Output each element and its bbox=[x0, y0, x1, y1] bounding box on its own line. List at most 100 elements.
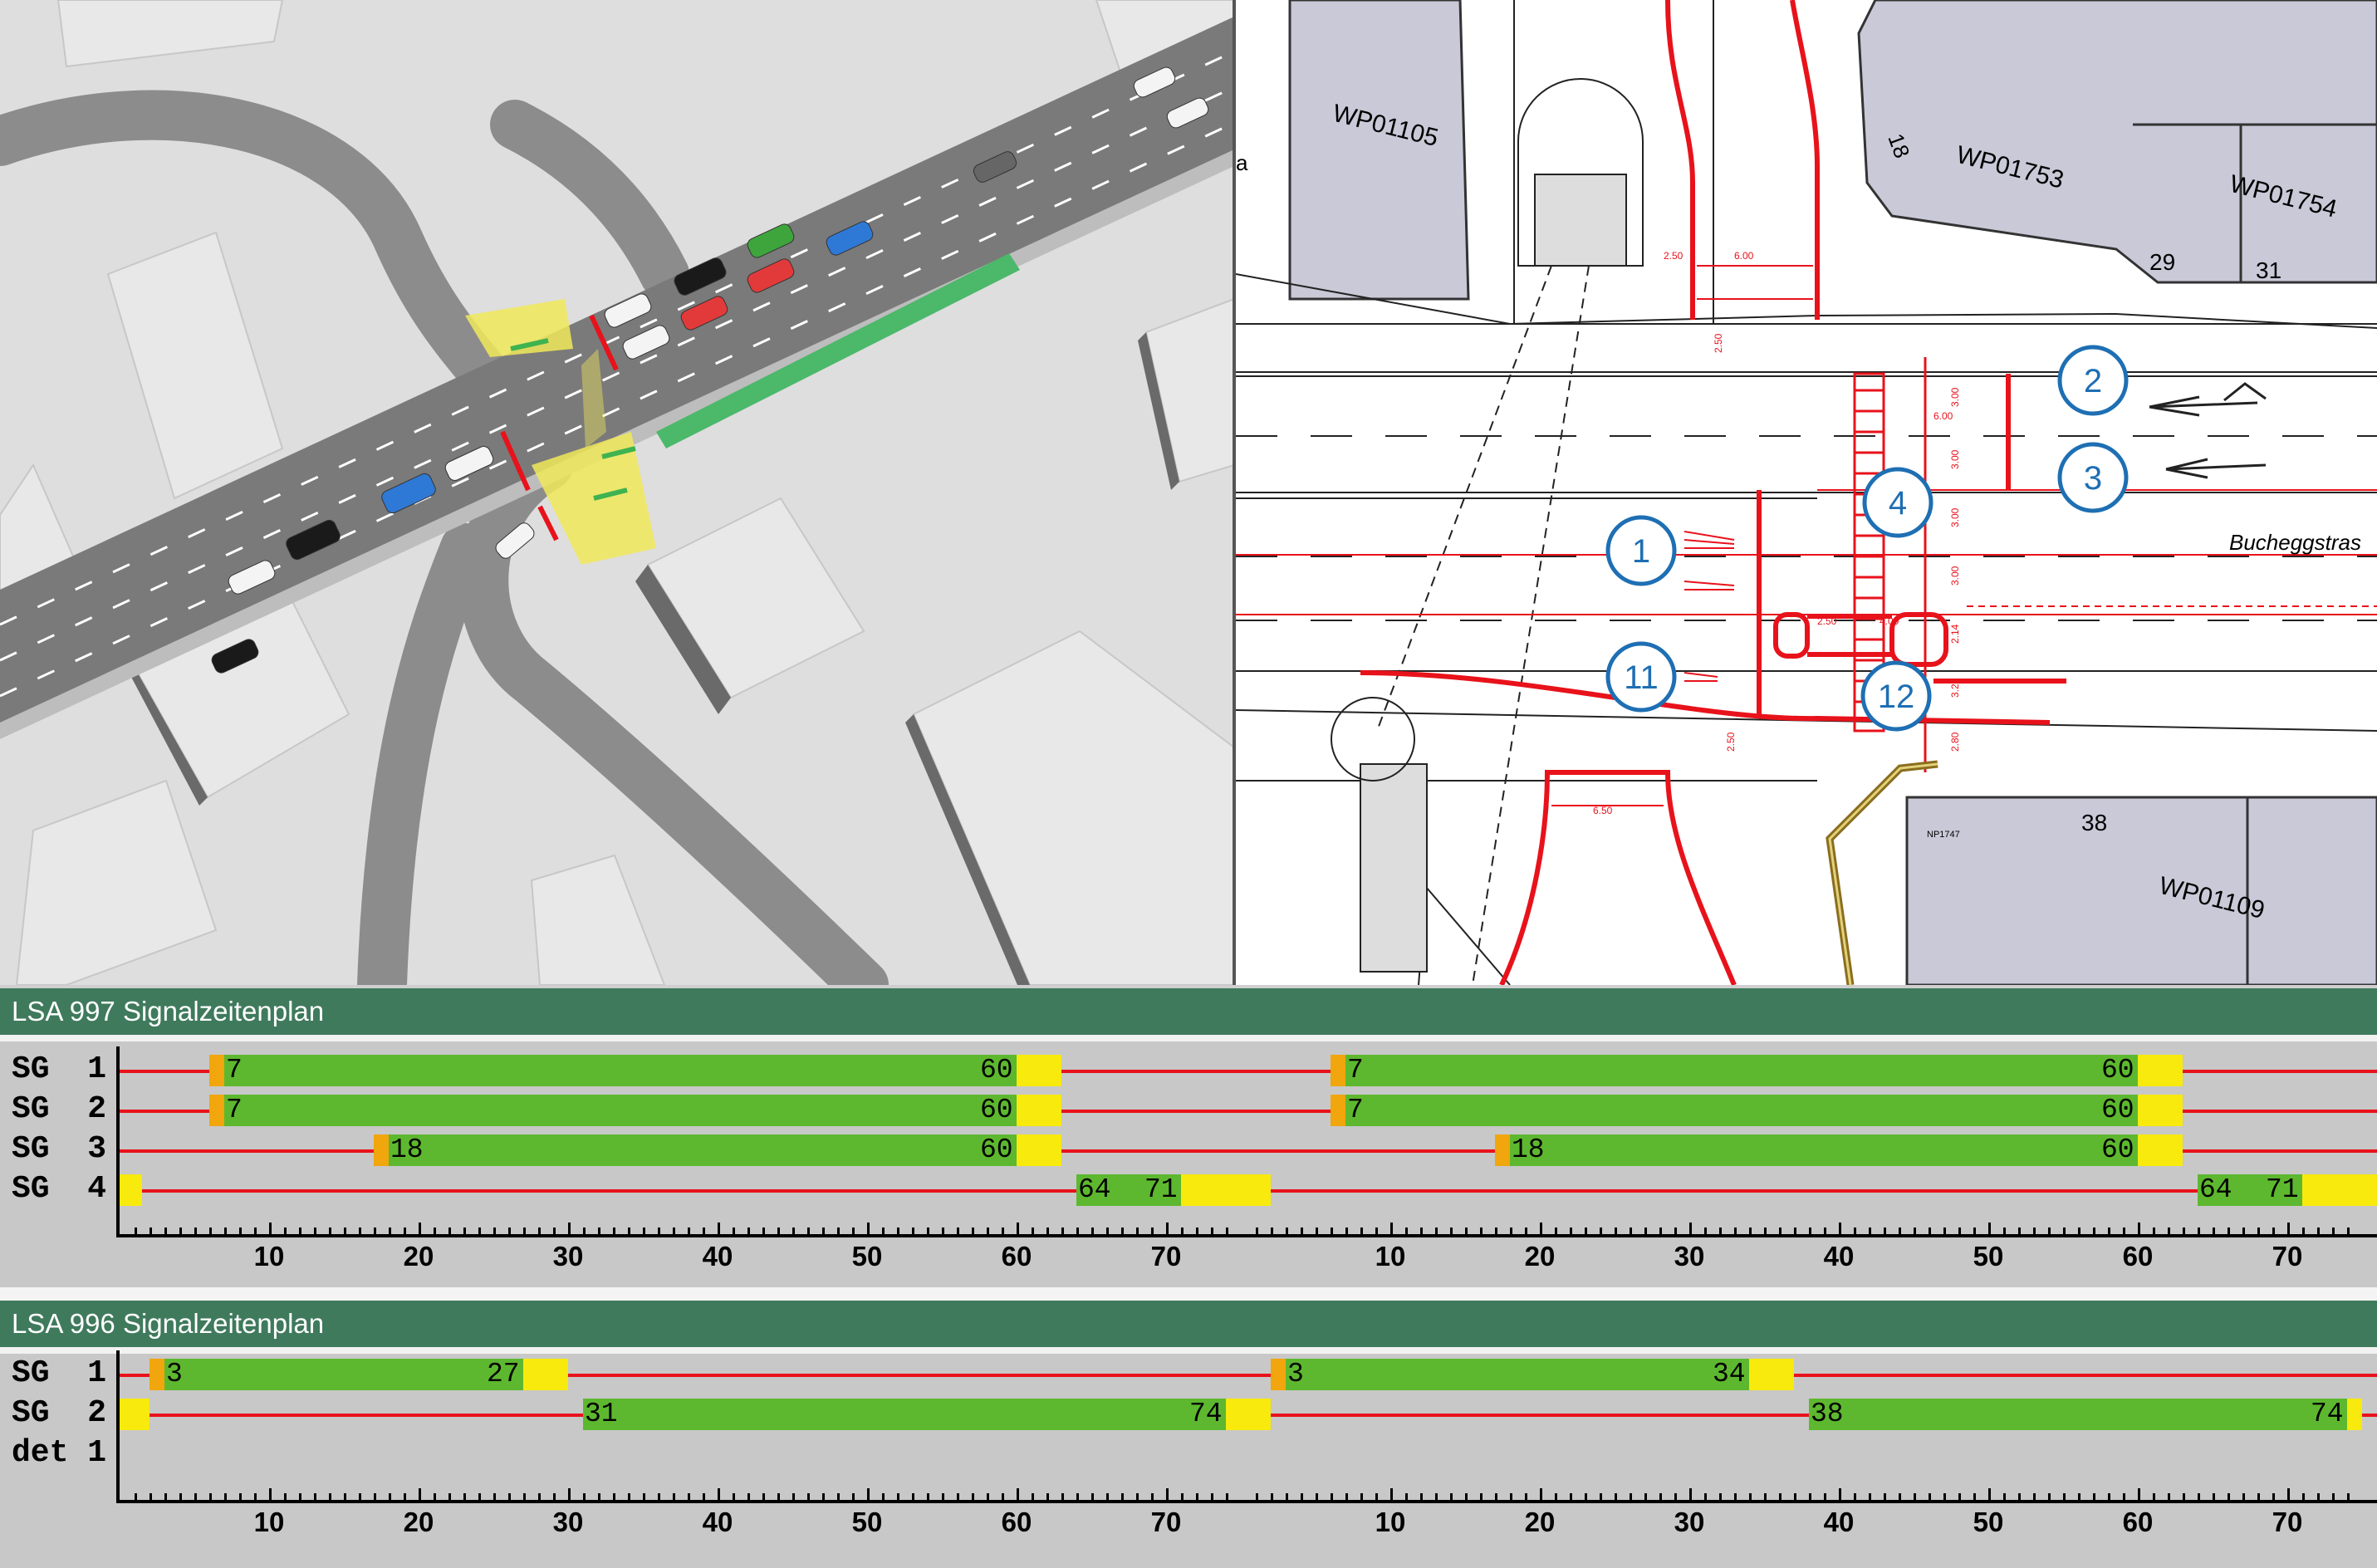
axis-tick bbox=[1256, 1493, 1258, 1500]
green-phase[interactable] bbox=[1345, 1095, 2138, 1126]
axis-tick bbox=[2123, 1227, 2125, 1234]
green-phase[interactable] bbox=[1286, 1359, 1749, 1390]
red-phase-line bbox=[120, 1374, 2377, 1377]
axis-tick bbox=[1420, 1493, 1423, 1500]
signal-group-circle-3[interactable]: 3 bbox=[2057, 442, 2129, 513]
green-end-label: 60 bbox=[980, 1055, 1013, 1085]
axis-tick bbox=[2093, 1493, 2095, 1500]
yellow-phase bbox=[1226, 1399, 1271, 1430]
axis-tick bbox=[2302, 1493, 2305, 1500]
view-divider[interactable] bbox=[1233, 0, 1236, 985]
green-phase[interactable] bbox=[1510, 1134, 2138, 1166]
axis-tick bbox=[643, 1227, 645, 1234]
axis-tick bbox=[673, 1227, 675, 1234]
green-end-label: 60 bbox=[2101, 1095, 2134, 1125]
axis-tick bbox=[523, 1227, 526, 1234]
axis-tick bbox=[1166, 1488, 1169, 1500]
axis-tick bbox=[837, 1227, 840, 1234]
signal-group-circle-1[interactable]: 1 bbox=[1605, 515, 1677, 586]
axis-tick bbox=[1749, 1493, 1752, 1500]
axis-tick bbox=[493, 1493, 496, 1500]
signal-group-circle-4[interactable]: 4 bbox=[1862, 467, 1933, 538]
axis-tick bbox=[389, 1227, 391, 1234]
axis-tick bbox=[1764, 1493, 1767, 1500]
axis-tick bbox=[1630, 1493, 1632, 1500]
axis-tick bbox=[254, 1227, 257, 1234]
axis-tick bbox=[2317, 1493, 2320, 1500]
axis-tick bbox=[538, 1493, 541, 1500]
axis-tick bbox=[2272, 1227, 2275, 1234]
axis-tick-label: 30 bbox=[552, 1241, 584, 1272]
axis-tick bbox=[1465, 1227, 1468, 1234]
green-phase[interactable] bbox=[164, 1359, 523, 1390]
axis-tick-label: 60 bbox=[1001, 1241, 1032, 1272]
green-phase[interactable] bbox=[1345, 1055, 2138, 1086]
intersection-plan-map[interactable]: WP01105 WP01753 WP01754 WP01109 18 29 31… bbox=[1236, 0, 2377, 985]
axis-tick bbox=[1136, 1493, 1139, 1500]
axis-tick bbox=[2063, 1493, 2066, 1500]
axis-tick bbox=[1390, 1488, 1393, 1500]
axis-tick bbox=[1360, 1493, 1363, 1500]
axis-tick bbox=[1600, 1227, 1602, 1234]
yellow-phase bbox=[120, 1399, 149, 1430]
simulation-3d-view[interactable] bbox=[0, 0, 1234, 985]
axis-tick bbox=[2078, 1493, 2080, 1500]
axis-tick-label: 60 bbox=[2122, 1507, 2154, 1537]
axis-tick bbox=[434, 1227, 436, 1234]
axis-tick bbox=[703, 1493, 705, 1500]
axis-tick bbox=[135, 1493, 137, 1500]
signal-group-circle-12[interactable]: 12 bbox=[1860, 660, 1932, 732]
green-phase[interactable] bbox=[2198, 1174, 2302, 1206]
red-amber-phase bbox=[1331, 1055, 1345, 1086]
green-phase[interactable] bbox=[224, 1095, 1017, 1126]
axis-tick-label: 20 bbox=[403, 1241, 434, 1272]
axis-tick bbox=[2272, 1493, 2275, 1500]
axis-tick bbox=[1061, 1493, 1064, 1500]
axis-tick bbox=[1824, 1227, 1826, 1234]
axis-tick bbox=[972, 1493, 974, 1500]
axis-tick bbox=[1525, 1227, 1527, 1234]
axis-tick bbox=[1884, 1493, 1886, 1500]
axis-tick bbox=[1121, 1227, 1124, 1234]
chart-y-axis bbox=[116, 1350, 120, 1503]
axis-tick bbox=[1495, 1227, 1497, 1234]
axis-tick bbox=[2033, 1227, 2036, 1234]
axis-tick bbox=[1540, 1223, 1542, 1234]
axis-tick bbox=[179, 1493, 182, 1500]
axis-tick bbox=[493, 1227, 496, 1234]
axis-tick bbox=[1390, 1223, 1393, 1234]
dim-label: 3.00 bbox=[1949, 507, 1961, 527]
axis-tick bbox=[1331, 1227, 1333, 1234]
axis-tick bbox=[553, 1493, 556, 1500]
axis-tick bbox=[1480, 1493, 1483, 1500]
green-end-label: 60 bbox=[980, 1095, 1013, 1125]
green-phase[interactable] bbox=[1809, 1399, 2347, 1430]
axis-tick bbox=[508, 1227, 511, 1234]
axis-tick bbox=[568, 1488, 571, 1500]
signal-group-circle-2[interactable]: 2 bbox=[2057, 345, 2129, 416]
axis-tick bbox=[239, 1227, 242, 1234]
axis-tick bbox=[2228, 1227, 2230, 1234]
axis-tick bbox=[747, 1493, 750, 1500]
axis-tick bbox=[194, 1493, 197, 1500]
building-footprints bbox=[1288, 0, 2377, 985]
signal-group-label: SG 1 bbox=[12, 1051, 107, 1087]
green-phase[interactable] bbox=[583, 1399, 1226, 1430]
axis-tick bbox=[1435, 1227, 1438, 1234]
axis-tick bbox=[2093, 1227, 2095, 1234]
green-phase[interactable] bbox=[389, 1134, 1017, 1166]
axis-tick bbox=[1779, 1493, 1782, 1500]
signal-group-markers: 1 2 3 4 11 12 bbox=[1605, 345, 2129, 732]
green-phase[interactable] bbox=[224, 1055, 1017, 1086]
signal-group-circle-11[interactable]: 11 bbox=[1605, 641, 1677, 713]
green-phase[interactable] bbox=[1076, 1174, 1181, 1206]
axis-tick bbox=[643, 1493, 645, 1500]
axis-tick bbox=[1899, 1227, 1901, 1234]
axis-tick bbox=[1615, 1493, 1617, 1500]
axis-tick bbox=[419, 1223, 421, 1234]
chart-y-axis bbox=[116, 1046, 120, 1237]
axis-tick bbox=[2153, 1227, 2155, 1234]
axis-tick bbox=[1017, 1488, 1019, 1500]
axis-tick bbox=[2033, 1493, 2036, 1500]
